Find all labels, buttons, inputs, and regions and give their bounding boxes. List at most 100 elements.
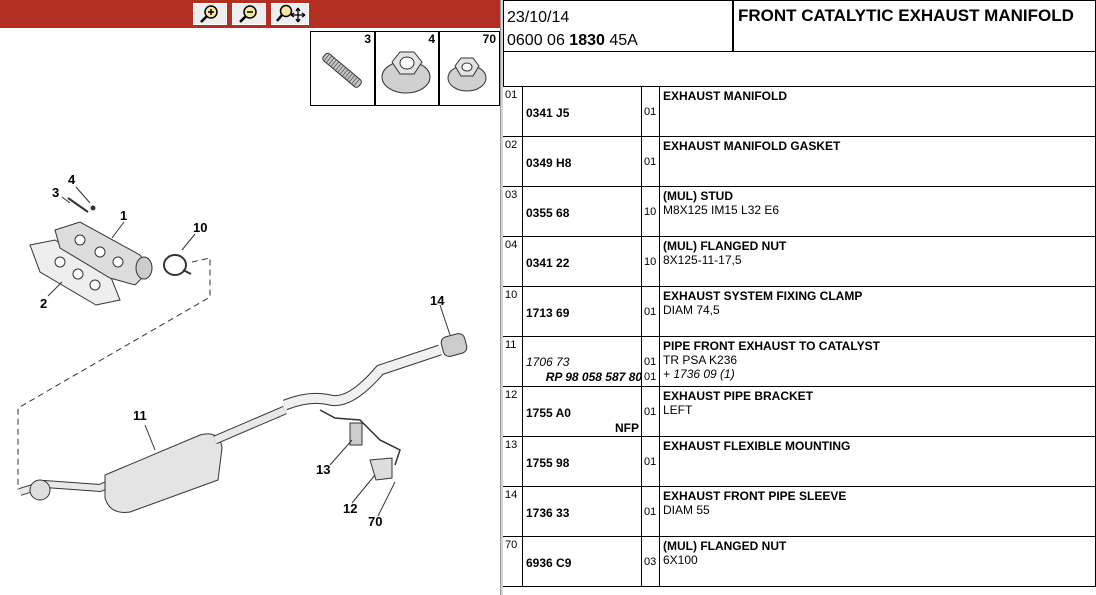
part-ref-cell: 1755 98 (523, 437, 642, 486)
header-date-ref: 23/10/14 0600 06 1830 45A (503, 0, 733, 52)
part-title: (MUL) FLANGED NUT (663, 239, 787, 253)
part-index: 10 (503, 287, 523, 336)
zoom-pan-button[interactable] (271, 3, 309, 25)
part-ref-cell: 6936 C9 (523, 537, 642, 586)
part-ref-cell: 0341 22 (523, 237, 642, 286)
part-ref[interactable]: 1706 73 (526, 355, 570, 369)
part-qty: 01 (644, 156, 657, 168)
part-qty-cell: 01 (642, 487, 660, 536)
part-qty-cell: 01 (642, 137, 660, 186)
thumbnail-flanged-nut[interactable]: 4 (375, 31, 439, 106)
callout-14: 14 (430, 293, 445, 308)
exploded-parts-diagram: 3 4 1 10 2 14 11 13 12 70 (17, 172, 468, 529)
thumbnail-flanged-nut-small[interactable]: 70 (439, 31, 500, 106)
part-ref[interactable]: 6936 C9 (526, 556, 572, 570)
part-ref[interactable]: 0355 68 (526, 206, 570, 220)
part-index: 11 (503, 337, 523, 386)
parts-row[interactable]: 01 0341 J5 01 EXHAUST MANIFOLD (503, 87, 1096, 137)
zoom-pan-icon (276, 4, 306, 23)
part-ref[interactable]: 1713 69 (526, 306, 570, 320)
part-spec-note: + 1736 09 (1) (663, 367, 735, 381)
part-spec: DIAM 74,5 (663, 303, 720, 317)
part-spec: 8X125-11-17,5 (663, 253, 742, 267)
part-index: 04 (503, 237, 523, 286)
part-index: 14 (503, 487, 523, 536)
part-index: 12 (503, 387, 523, 436)
part-qty-cell: 01 01 (642, 337, 660, 386)
part-ref-cell: 0349 H8 (523, 137, 642, 186)
part-title: (MUL) STUD (663, 189, 733, 203)
part-index: 70 (503, 537, 523, 586)
manifold-gasket-drawing (29, 239, 121, 306)
part-qty: 10 (644, 256, 657, 268)
callout-4: 4 (68, 172, 76, 187)
part-ref[interactable]: 1736 33 (526, 506, 570, 520)
part-title: EXHAUST FLEXIBLE MOUNTING (663, 439, 851, 453)
header-date: 23/10/14 (507, 9, 570, 26)
thumbnail-number: 3 (364, 32, 371, 46)
part-replacement-ref[interactable]: RP 98 058 587 80 (545, 370, 642, 384)
part-qty: 10 (644, 206, 657, 218)
catalog-header: 23/10/14 0600 06 1830 45A FRONT CATALYTI… (503, 0, 1096, 87)
part-ref[interactable]: 0349 H8 (526, 156, 572, 170)
callout-1: 1 (120, 208, 127, 223)
part-qty-cell: 01 (642, 87, 660, 136)
part-qty: 01 (644, 106, 657, 118)
parts-row[interactable]: 11 1706 73 RP 98 058 587 80 01 01 PIPE F… (503, 337, 1096, 387)
header-ref: 0600 06 1830 45A (507, 32, 638, 49)
zoom-in-button[interactable] (193, 3, 227, 25)
part-qty: 01 (644, 456, 657, 468)
callout-70: 70 (368, 514, 382, 529)
callout-13: 13 (316, 462, 330, 477)
part-qty-cell: 03 (642, 537, 660, 586)
parts-row[interactable]: 10 1713 69 01 EXHAUST SYSTEM FIXING CLAM… (503, 287, 1096, 337)
part-index: 02 (503, 137, 523, 186)
part-title: EXHAUST SYSTEM FIXING CLAMP (663, 289, 863, 303)
zoom-toolbar (0, 0, 500, 28)
part-title: EXHAUST FRONT PIPE SLEEVE (663, 489, 847, 503)
zoom-out-button[interactable] (232, 3, 266, 25)
callout-3: 3 (52, 185, 59, 200)
part-ref[interactable]: 1755 98 (526, 456, 570, 470)
part-ref[interactable]: 0341 22 (526, 256, 570, 270)
zoom-out-icon (239, 5, 257, 23)
page-title: FRONT CATALYTIC EXHAUST MANIFOLD (733, 0, 1096, 52)
thumbnail-stud[interactable]: 3 (310, 31, 375, 106)
part-qty: 01 (644, 356, 657, 368)
part-qty-cell: 01 (642, 437, 660, 486)
parts-row[interactable]: 13 1755 98 01 EXHAUST FLEXIBLE MOUNTING (503, 437, 1096, 487)
part-qty: 01 (644, 306, 657, 318)
zoom-in-icon (200, 5, 218, 23)
part-ref[interactable]: 1755 A0 (526, 406, 571, 420)
part-ref-cell: 0341 J5 (523, 87, 642, 136)
exhaust-manifold-drawing (54, 221, 153, 286)
header-spacer (503, 52, 1096, 87)
parts-row[interactable]: 02 0349 H8 01 EXHAUST MANIFOLD GASKET (503, 137, 1096, 187)
part-qty: 01 (644, 406, 657, 418)
part-ref-cell: 1706 73 RP 98 058 587 80 (523, 337, 642, 386)
callout-12: 12 (343, 501, 357, 516)
part-title: EXHAUST MANIFOLD (663, 89, 787, 103)
part-ref[interactable]: 0341 J5 (526, 106, 570, 120)
part-qty-cell: 01 (642, 387, 660, 436)
flanged-nut-icon (381, 51, 431, 94)
parts-list: 01 0341 J5 01 EXHAUST MANIFOLD 02 0349 H… (503, 87, 1096, 587)
part-ref-cell: 1713 69 (523, 287, 642, 336)
callout-10: 10 (193, 220, 207, 235)
part-qty-secondary: 01 (644, 371, 657, 383)
part-spec: 6X100 (663, 553, 698, 567)
thumbnail-number: 70 (482, 32, 496, 46)
part-qty-cell: 01 (642, 287, 660, 336)
pane-divider[interactable] (500, 0, 503, 595)
